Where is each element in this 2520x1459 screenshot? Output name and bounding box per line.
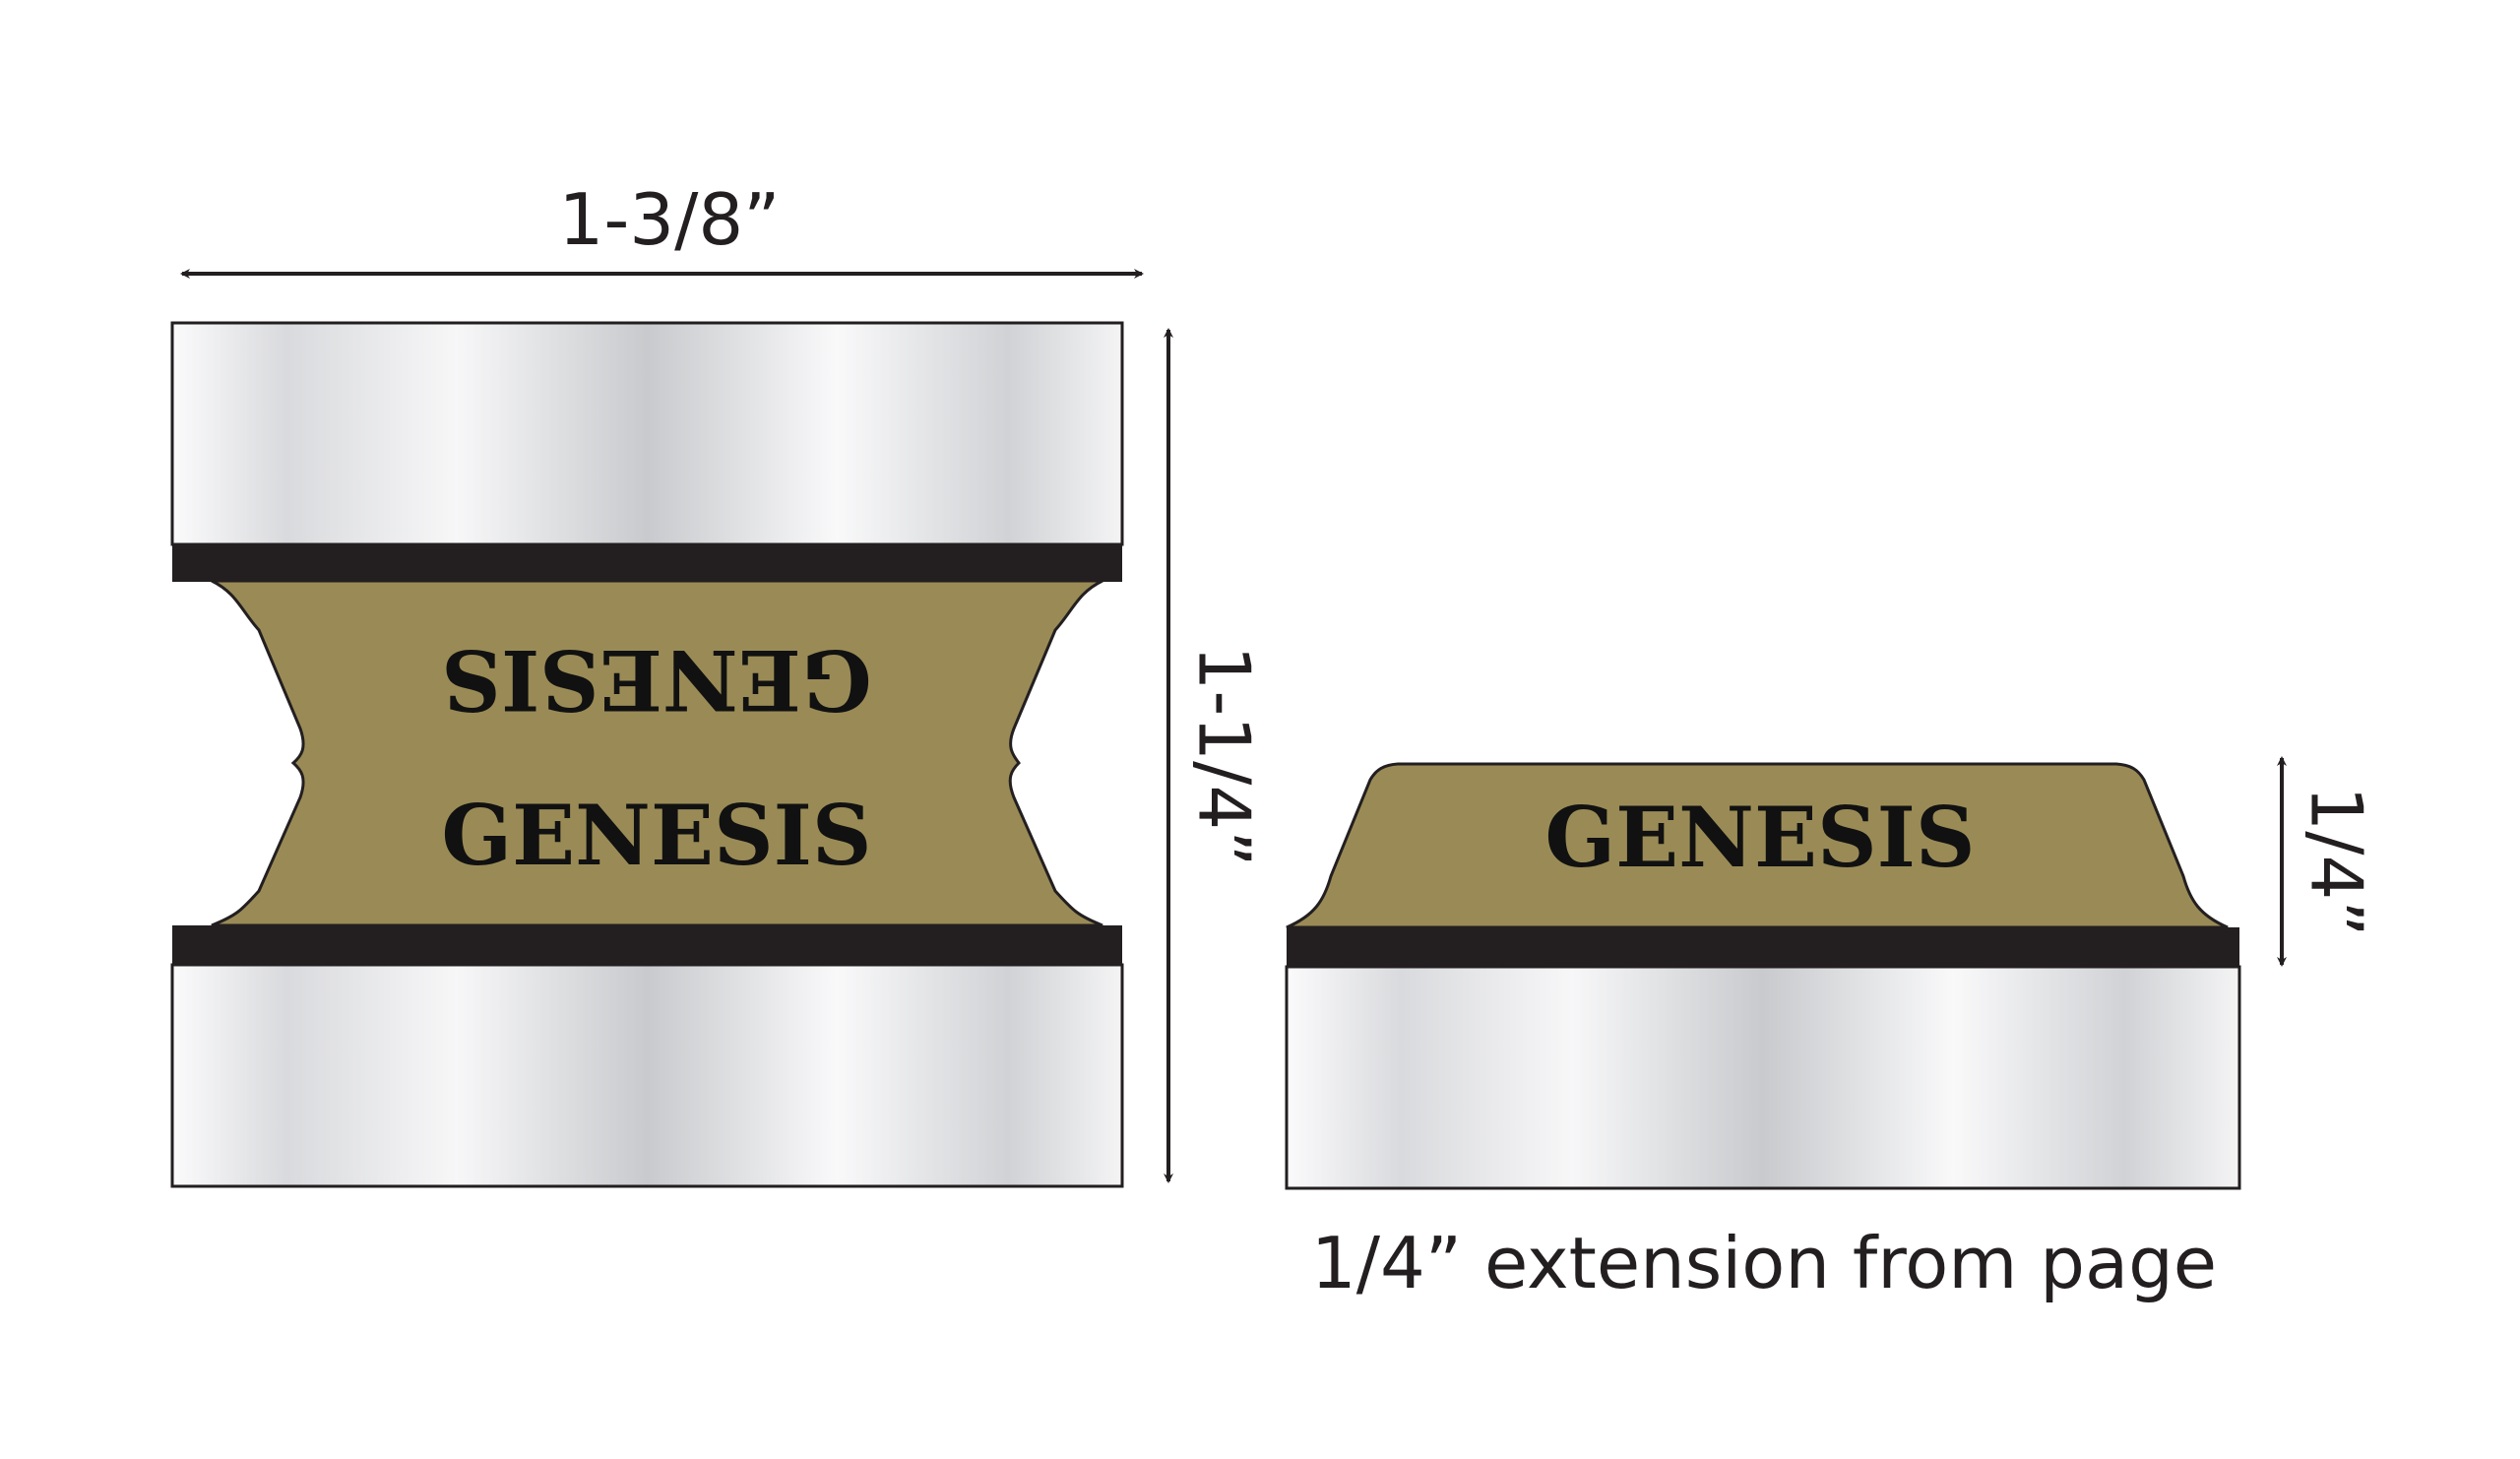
right-tab-gold-face xyxy=(1286,762,2229,929)
left-tab-top-band xyxy=(172,544,1122,582)
right-tab-band xyxy=(1287,927,2239,967)
right-tab-silver xyxy=(1285,965,2241,1190)
left-tab-top-silver xyxy=(170,321,1124,546)
right-tab-group: GENESIS 1/4” 1/4” extension from page xyxy=(1285,756,2377,1304)
left-tab-text: GENESIS xyxy=(441,787,871,884)
right-tab-height-label: 1/4” xyxy=(2295,786,2377,936)
right-tab-caption: 1/4” extension from page xyxy=(1311,1222,2217,1304)
right-tab-text: GENESIS xyxy=(1544,789,1975,886)
left-tab-height-label: 1-1/4” xyxy=(1182,646,1265,867)
left-tab-bottom-band xyxy=(172,925,1122,965)
left-tab-group: GENESIS GENESIS 1-3/8” 1-1/4” xyxy=(170,178,1265,1188)
left-tab-width-label: 1-3/8” xyxy=(559,178,781,261)
left-tab-text-mirrored: GENESIS xyxy=(441,631,871,729)
left-tab-bottom-silver xyxy=(170,963,1124,1188)
